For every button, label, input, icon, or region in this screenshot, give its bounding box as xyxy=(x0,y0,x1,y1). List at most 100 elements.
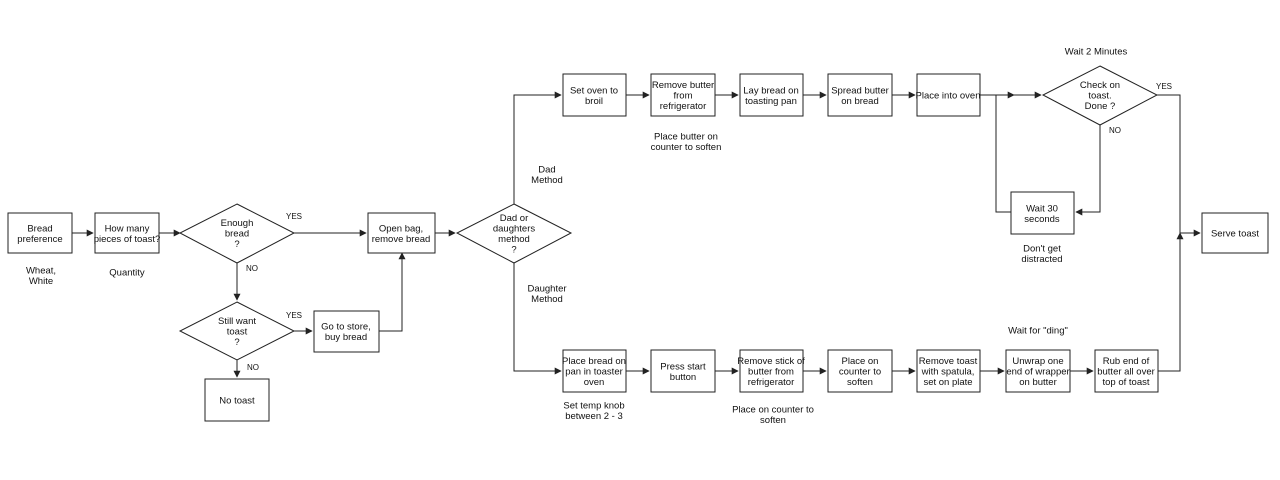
edges xyxy=(72,91,1201,378)
text-line: Dad or xyxy=(500,213,529,224)
edge-rub-to-serve xyxy=(1158,232,1184,372)
text-line: Quantity xyxy=(109,268,145,279)
edge-check-no-to-wait30 xyxy=(1075,125,1101,216)
edge-method-dad xyxy=(513,91,562,204)
text-line: butter all over xyxy=(1097,367,1155,378)
node-no-toast xyxy=(204,378,270,422)
text-line: set on plate xyxy=(923,377,972,388)
edge-labels: YES NO YES NO YES NO xyxy=(246,82,1172,372)
text-line: refrigerator xyxy=(660,101,706,112)
text-line: between 2 - 3 xyxy=(565,411,623,422)
text-line: Wait 30 xyxy=(1026,203,1058,214)
text-line: ? xyxy=(234,337,239,348)
edge-label-check-yes: YES xyxy=(1156,82,1172,91)
annotation-wheat-white: Wheat,White xyxy=(26,265,56,287)
text-line: distracted xyxy=(1021,254,1062,265)
text-line: Wait 2 Minutes xyxy=(1065,47,1128,58)
node-method-decision xyxy=(455,203,573,264)
text-line: Still want xyxy=(218,316,256,327)
edge-label-stillwant-no: NO xyxy=(247,363,259,372)
text-line: pieces of toast? xyxy=(94,234,161,245)
node-open-bag-label: Open bag,remove bread xyxy=(372,223,431,245)
text-line: Enough xyxy=(221,218,254,229)
text-line: broil xyxy=(585,96,603,107)
text-line: soften xyxy=(847,377,873,388)
text-line: oven xyxy=(584,377,605,388)
text-line: button xyxy=(670,372,696,383)
text-line: toast xyxy=(227,327,248,338)
text-line: refrigerator xyxy=(748,377,794,388)
text-line: from xyxy=(674,91,693,102)
node-spread-butter xyxy=(827,73,893,117)
node-place-into-oven-label: Place into oven xyxy=(916,91,981,102)
text-line: Dad xyxy=(538,164,555,175)
text-line: Don't get xyxy=(1023,243,1061,254)
text-line: with spatula, xyxy=(921,367,975,378)
node-how-many xyxy=(94,212,160,254)
node-go-to-store-label: Go to store,buy bread xyxy=(321,321,371,343)
text-line: soften xyxy=(760,415,786,426)
node-open-bag xyxy=(367,212,436,254)
text-line: toast. xyxy=(1088,91,1111,102)
text-line: Remove butter xyxy=(652,80,714,91)
text-line: counter to soften xyxy=(651,142,722,153)
text-line: Remove toast xyxy=(919,356,978,367)
text-line: Place on xyxy=(842,356,879,367)
text-line: Place butter on xyxy=(654,131,718,142)
node-place-bread-pan xyxy=(562,349,627,393)
edge-store-to-openbag xyxy=(379,252,406,332)
text-line: No toast xyxy=(219,396,255,407)
node-rub-end xyxy=(1094,349,1159,393)
text-line: Done ? xyxy=(1085,101,1116,112)
text-line: How many xyxy=(105,223,150,234)
text-line: pan in toaster xyxy=(565,367,623,378)
text-line: bread xyxy=(225,229,249,240)
text-line: Remove stick of xyxy=(737,356,805,367)
edge-check-yes-to-serve xyxy=(1157,94,1201,237)
text-line: on bread xyxy=(841,96,879,107)
text-line: Check on xyxy=(1080,80,1120,91)
edge-wait30-to-check xyxy=(995,91,1015,213)
text-line: Place bread on xyxy=(562,356,626,367)
node-unwrap xyxy=(1005,349,1071,393)
text-line: Method xyxy=(531,294,563,305)
text-line: top of toast xyxy=(1102,377,1149,388)
text-line: Unwrap one xyxy=(1012,356,1063,367)
text-line: buy bread xyxy=(325,332,367,343)
node-enough-bread-decision xyxy=(178,203,296,264)
node-place-on-counter xyxy=(827,349,893,393)
text-line: remove bread xyxy=(372,234,431,245)
text-line: Daughter xyxy=(527,283,566,294)
node-lay-bread xyxy=(739,73,804,117)
text-line: butter from xyxy=(748,367,794,378)
text-line: Spread butter xyxy=(831,85,889,96)
text-line: seconds xyxy=(1024,214,1060,225)
node-bread-preference xyxy=(7,212,73,254)
node-still-want-decision xyxy=(178,301,296,361)
text-line: end of wrapper xyxy=(1006,367,1069,378)
